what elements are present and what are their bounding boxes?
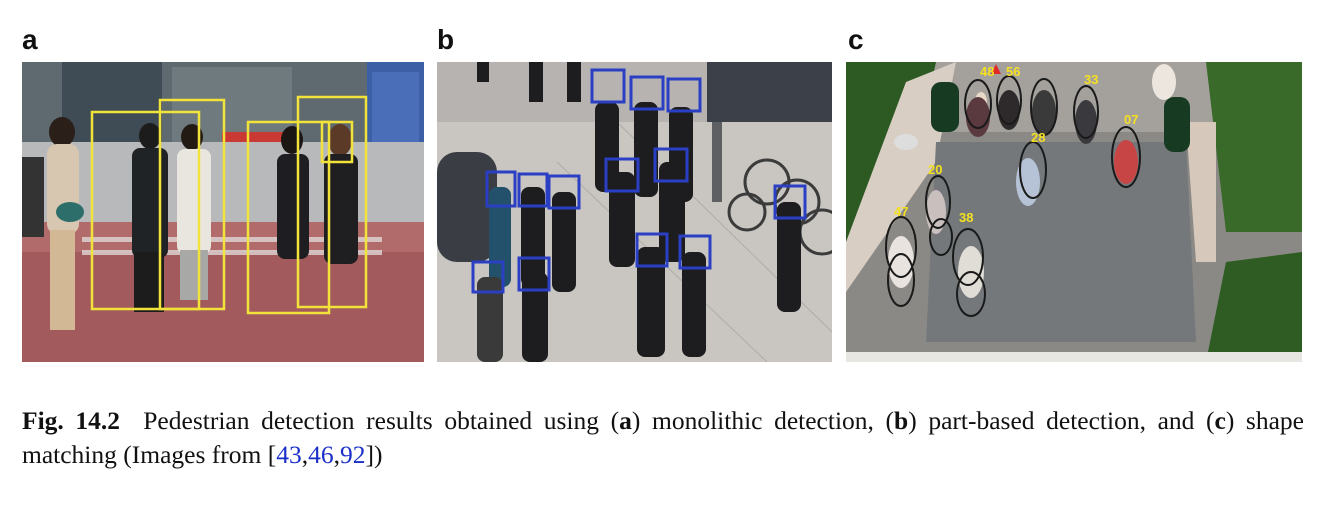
- citation-link[interactable]: 46: [308, 440, 334, 469]
- figure-panel-b: [437, 62, 832, 362]
- caption-text: ) shape matching (Images from [: [22, 406, 1304, 469]
- panel-label-c: c: [848, 24, 864, 55]
- caption-ref-a: a: [619, 406, 632, 435]
- track-id-label: 38: [959, 210, 973, 225]
- track-id-label: 56: [1006, 64, 1020, 79]
- caption-text: ) part-based detection, and (: [908, 406, 1215, 435]
- caption-text: ]): [365, 440, 383, 469]
- citation-link[interactable]: 92: [339, 440, 366, 469]
- figure-caption: Fig. 14.2 Pedestrian detection results o…: [22, 404, 1304, 472]
- figure-panel-c: 48 56 33 07 20 28 47 38: [846, 62, 1302, 362]
- track-id-label: 07: [1124, 112, 1138, 127]
- figure-panel-a: [22, 62, 424, 362]
- caption-ref-b: b: [894, 406, 909, 435]
- caption-text: ) monolithic detection, (: [631, 406, 895, 435]
- panel-label-b: b: [437, 24, 455, 55]
- caption-text: ,: [301, 440, 309, 469]
- track-id-label: 47: [894, 204, 908, 219]
- track-id-label: 33: [1084, 72, 1098, 87]
- panel-label-a: a: [22, 24, 38, 55]
- track-id-label: 48: [980, 64, 994, 79]
- track-id-label: 28: [1031, 130, 1045, 145]
- citation-link[interactable]: 43: [276, 440, 302, 469]
- caption-text: Pedestrian detection results obtained us…: [120, 406, 620, 435]
- track-id-label: 20: [928, 162, 942, 177]
- caption-text: ,: [333, 440, 340, 469]
- figure-number: Fig. 14.2: [22, 406, 121, 435]
- caption-ref-c: c: [1214, 406, 1226, 435]
